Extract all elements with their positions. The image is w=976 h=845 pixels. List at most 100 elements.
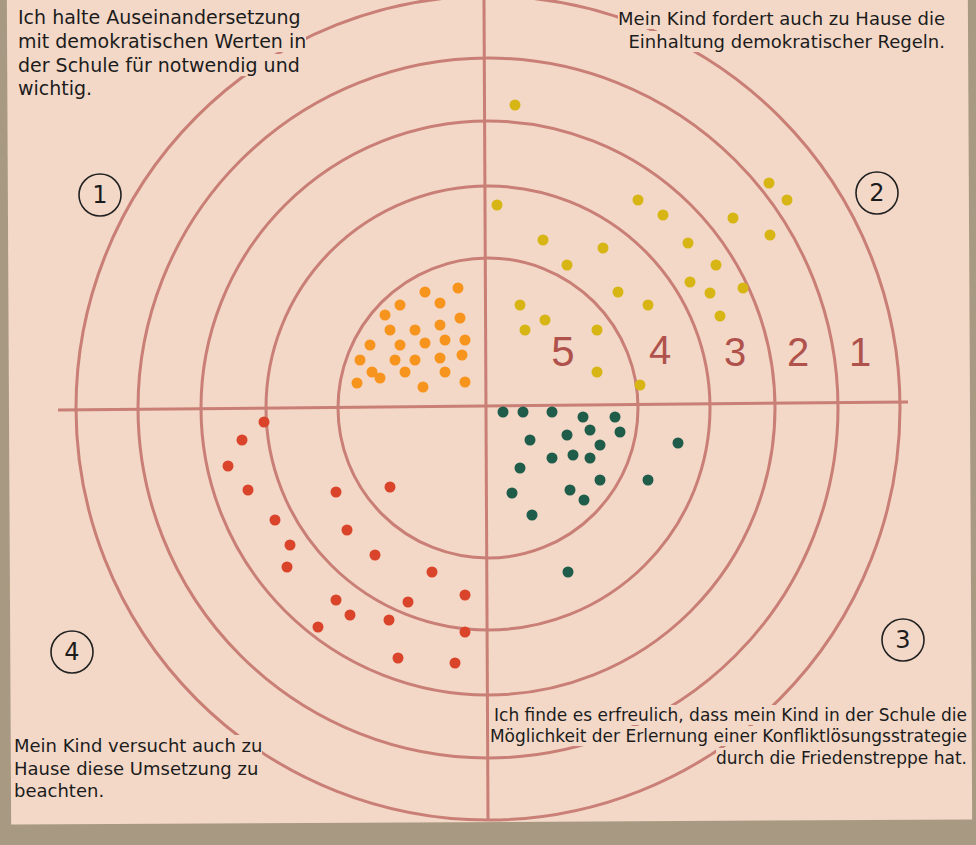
sticker-dot <box>410 355 421 366</box>
sticker-dot <box>643 300 654 311</box>
scale-number: 2 <box>787 332 809 372</box>
sticker-dot <box>498 407 509 418</box>
circled-number: 3 <box>880 617 926 663</box>
sticker-dot <box>370 550 381 561</box>
sticker-dot <box>440 367 451 378</box>
sticker-dot <box>715 311 726 322</box>
sticker-dot <box>610 412 621 423</box>
number-text: 3 <box>880 617 926 663</box>
sticker-dot <box>395 300 406 311</box>
sticker-dot <box>585 453 596 464</box>
scale-digit: 3 <box>724 330 746 374</box>
sticker-dot <box>352 378 363 389</box>
statement-line: Mein Kind versucht auch zu Hause diese U… <box>14 735 262 801</box>
number-text: 1 <box>77 172 123 218</box>
scale-number: 4 <box>649 330 671 370</box>
statement-text: Ich halte Auseinandersetzung mit demokra… <box>18 6 318 101</box>
circled-number: 2 <box>854 170 900 216</box>
sticker-dot <box>460 590 471 601</box>
sticker-dot <box>595 475 606 486</box>
sticker-dot <box>598 243 609 254</box>
sticker-dot <box>418 382 429 393</box>
sticker-dot <box>385 482 396 493</box>
sticker-dot <box>765 230 776 241</box>
sticker-dot <box>393 653 404 664</box>
sticker-dot <box>420 338 431 349</box>
sticker-dot <box>375 373 386 384</box>
statement-line: Ich halte Auseinandersetzung mit demokra… <box>18 6 306 99</box>
sticker-dot <box>384 615 395 626</box>
circled-number: 4 <box>49 629 95 675</box>
sticker-dot <box>538 235 549 246</box>
sticker-dot <box>400 367 411 378</box>
sticker-dot <box>633 195 644 206</box>
sticker-dot <box>685 277 696 288</box>
sticker-dot <box>395 340 406 351</box>
sticker-dot <box>562 430 573 441</box>
sticker-dot <box>313 622 324 633</box>
sticker-dot <box>540 315 551 326</box>
sticker-dot <box>563 567 574 578</box>
scale-number: 5 <box>551 331 574 373</box>
sticker-dot <box>345 610 356 621</box>
sticker-dot <box>331 487 342 498</box>
sticker-dot <box>492 200 503 211</box>
sticker-dot <box>435 320 446 331</box>
sticker-dot <box>705 288 716 299</box>
sticker-dot <box>285 540 296 551</box>
sticker-dot <box>380 310 391 321</box>
sticker-dot <box>259 417 270 428</box>
sticker-dot <box>643 475 654 486</box>
sticker-dot <box>782 195 793 206</box>
sticker-dot <box>453 283 464 294</box>
sticker-dot <box>613 287 624 298</box>
scale-digit: 4 <box>649 328 671 372</box>
scale-number: 1 <box>849 332 871 372</box>
sticker-dot <box>331 595 342 606</box>
sticker-dot <box>410 325 421 336</box>
sticker-dot <box>595 440 606 451</box>
sticker-dot <box>223 461 234 472</box>
sticker-dot <box>578 412 589 423</box>
sticker-dot <box>527 510 538 521</box>
scale-digit: 2 <box>787 330 809 374</box>
sticker-dot <box>460 335 471 346</box>
sticker-dot <box>440 335 451 346</box>
sticker-dot <box>365 340 376 351</box>
sticker-dot <box>520 325 531 336</box>
sticker-dot <box>673 438 684 449</box>
number-text: 2 <box>854 170 900 216</box>
sticker-dot <box>585 425 596 436</box>
sticker-dot <box>764 178 775 189</box>
sticker-dot <box>635 380 646 391</box>
sticker-dot <box>525 435 536 446</box>
sticker-dot <box>435 298 446 309</box>
sticker-dot <box>403 597 414 608</box>
sticker-dot <box>711 260 722 271</box>
number-text: 4 <box>49 629 95 675</box>
sticker-dot <box>518 407 529 418</box>
statement-line: Ich finde es erfreulich, dass mein Kind … <box>490 705 967 768</box>
sticker-dot <box>515 463 526 474</box>
sticker-dot <box>565 485 576 496</box>
sticker-dot <box>457 350 468 361</box>
sticker-dot <box>658 210 669 221</box>
sticker-dot <box>237 435 248 446</box>
statement-text: Mein Kind versucht auch zu Hause diese U… <box>14 735 314 803</box>
sticker-dot <box>547 407 558 418</box>
sticker-dot <box>342 525 353 536</box>
sticker-dot <box>243 485 254 496</box>
sticker-dot <box>510 100 521 111</box>
sticker-dot <box>728 213 739 224</box>
sticker-dot <box>385 325 396 336</box>
statement-text: Ich finde es erfreulich, dass mein Kind … <box>455 705 967 769</box>
sticker-dot <box>683 238 694 249</box>
sticker-dot <box>579 495 590 506</box>
statement-line: Mein Kind fordert auch zu Hause die Einh… <box>618 8 945 52</box>
sticker-dot <box>282 562 293 573</box>
sticker-dot <box>738 283 749 294</box>
sticker-dot <box>455 313 466 324</box>
scale-number: 3 <box>724 332 746 372</box>
sticker-dot <box>592 325 603 336</box>
